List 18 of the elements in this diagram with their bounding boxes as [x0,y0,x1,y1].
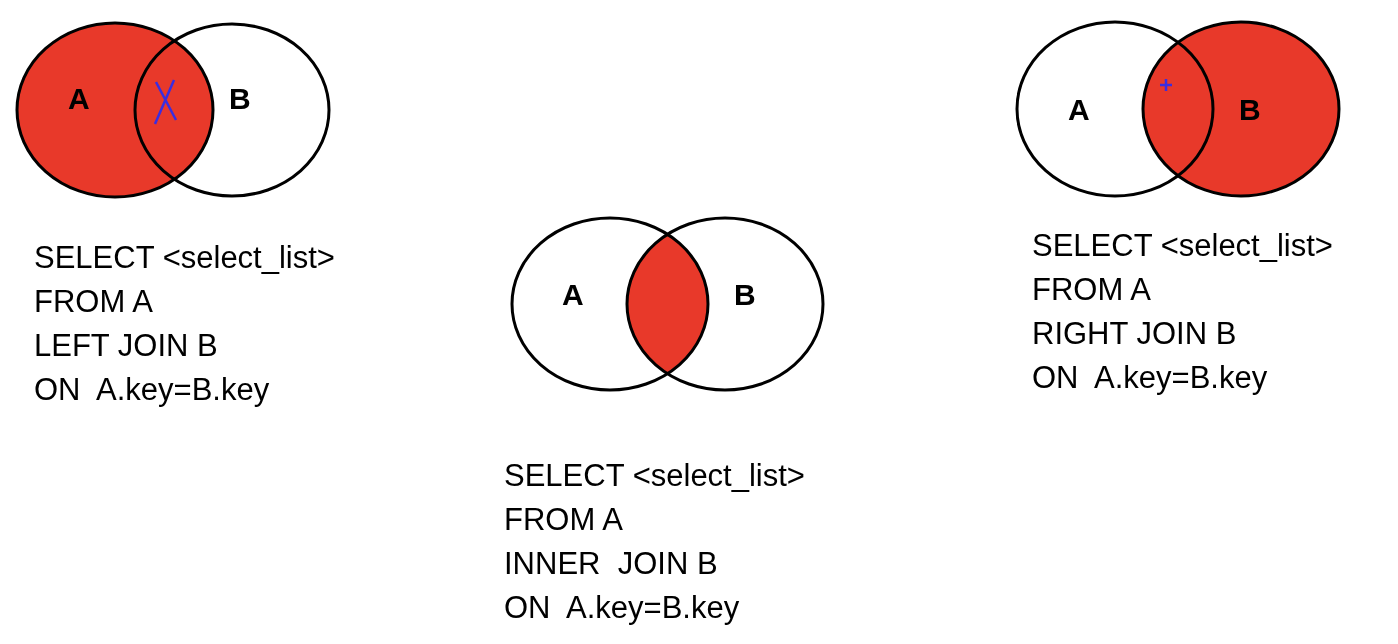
sql-line: ON A.key=B.key [34,373,270,407]
sql-line: SELECT <select_list> [504,459,805,493]
sql-line: FROM A [34,285,153,319]
sql-line: ON A.key=B.key [1032,361,1268,395]
set-label: B [734,280,756,310]
set-label: B [1239,95,1261,125]
sql-line: ON A.key=B.key [504,591,740,625]
sql-line: LEFT JOIN B [34,329,218,363]
sql-line: SELECT <select_list> [34,241,335,275]
sql-line: INNER JOIN B [504,547,718,581]
sql-line: RIGHT JOIN B [1032,317,1237,351]
set-label: A [68,84,90,114]
sql-line: FROM A [504,503,623,537]
sql-line: SELECT <select_list> [1032,229,1333,263]
set-label: A [562,280,584,310]
set-label: B [229,84,251,114]
set-label: A [1068,95,1090,125]
sql-line: FROM A [1032,273,1151,307]
